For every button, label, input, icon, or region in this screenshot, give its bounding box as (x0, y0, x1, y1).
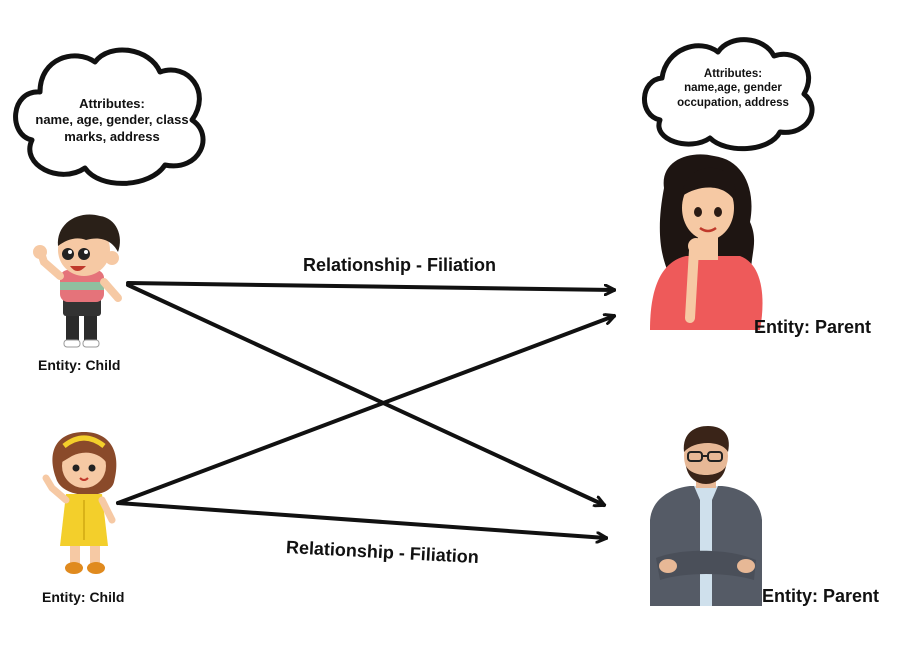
child-attributes-line-1: name, age, gender, class (35, 112, 189, 128)
parent-attributes-line-2: occupation, address (677, 96, 789, 109)
arrow-boy-to-father (126, 283, 604, 505)
parent-attributes-line-1: name,age, gender (684, 82, 782, 95)
parent-attributes-text: Attributes: name,age, gender occupation,… (640, 67, 826, 110)
relationship-arrows (116, 281, 614, 538)
parent-attributes-heading: Attributes: (703, 68, 763, 80)
arrow-boy-to-mother (126, 281, 614, 290)
entity-label-child-boy: Entity: Child (38, 357, 121, 373)
child-attributes-heading: Attributes: (79, 96, 145, 111)
entity-label-parent-mother: Entity: Parent (754, 317, 872, 337)
relationship-label-top: Relationship - Filiation (303, 255, 496, 275)
child-boy-figure (33, 214, 122, 348)
parent-mother-figure (650, 154, 763, 330)
parent-attributes-cloud (642, 37, 815, 152)
entity-label-parent-father: Entity: Parent (762, 586, 880, 606)
child-attributes-text: Attributes: name, age, gender, class mar… (14, 96, 210, 145)
child-attributes-line-2: marks, address (64, 128, 160, 144)
child-girl-figure (42, 432, 117, 574)
arrow-girl-to-father (116, 501, 606, 538)
child-attributes-cloud (13, 47, 206, 186)
arrow-girl-to-mother (116, 316, 614, 505)
parent-father-figure (650, 426, 762, 606)
entity-label-child-girl: Entity: Child (42, 589, 125, 605)
